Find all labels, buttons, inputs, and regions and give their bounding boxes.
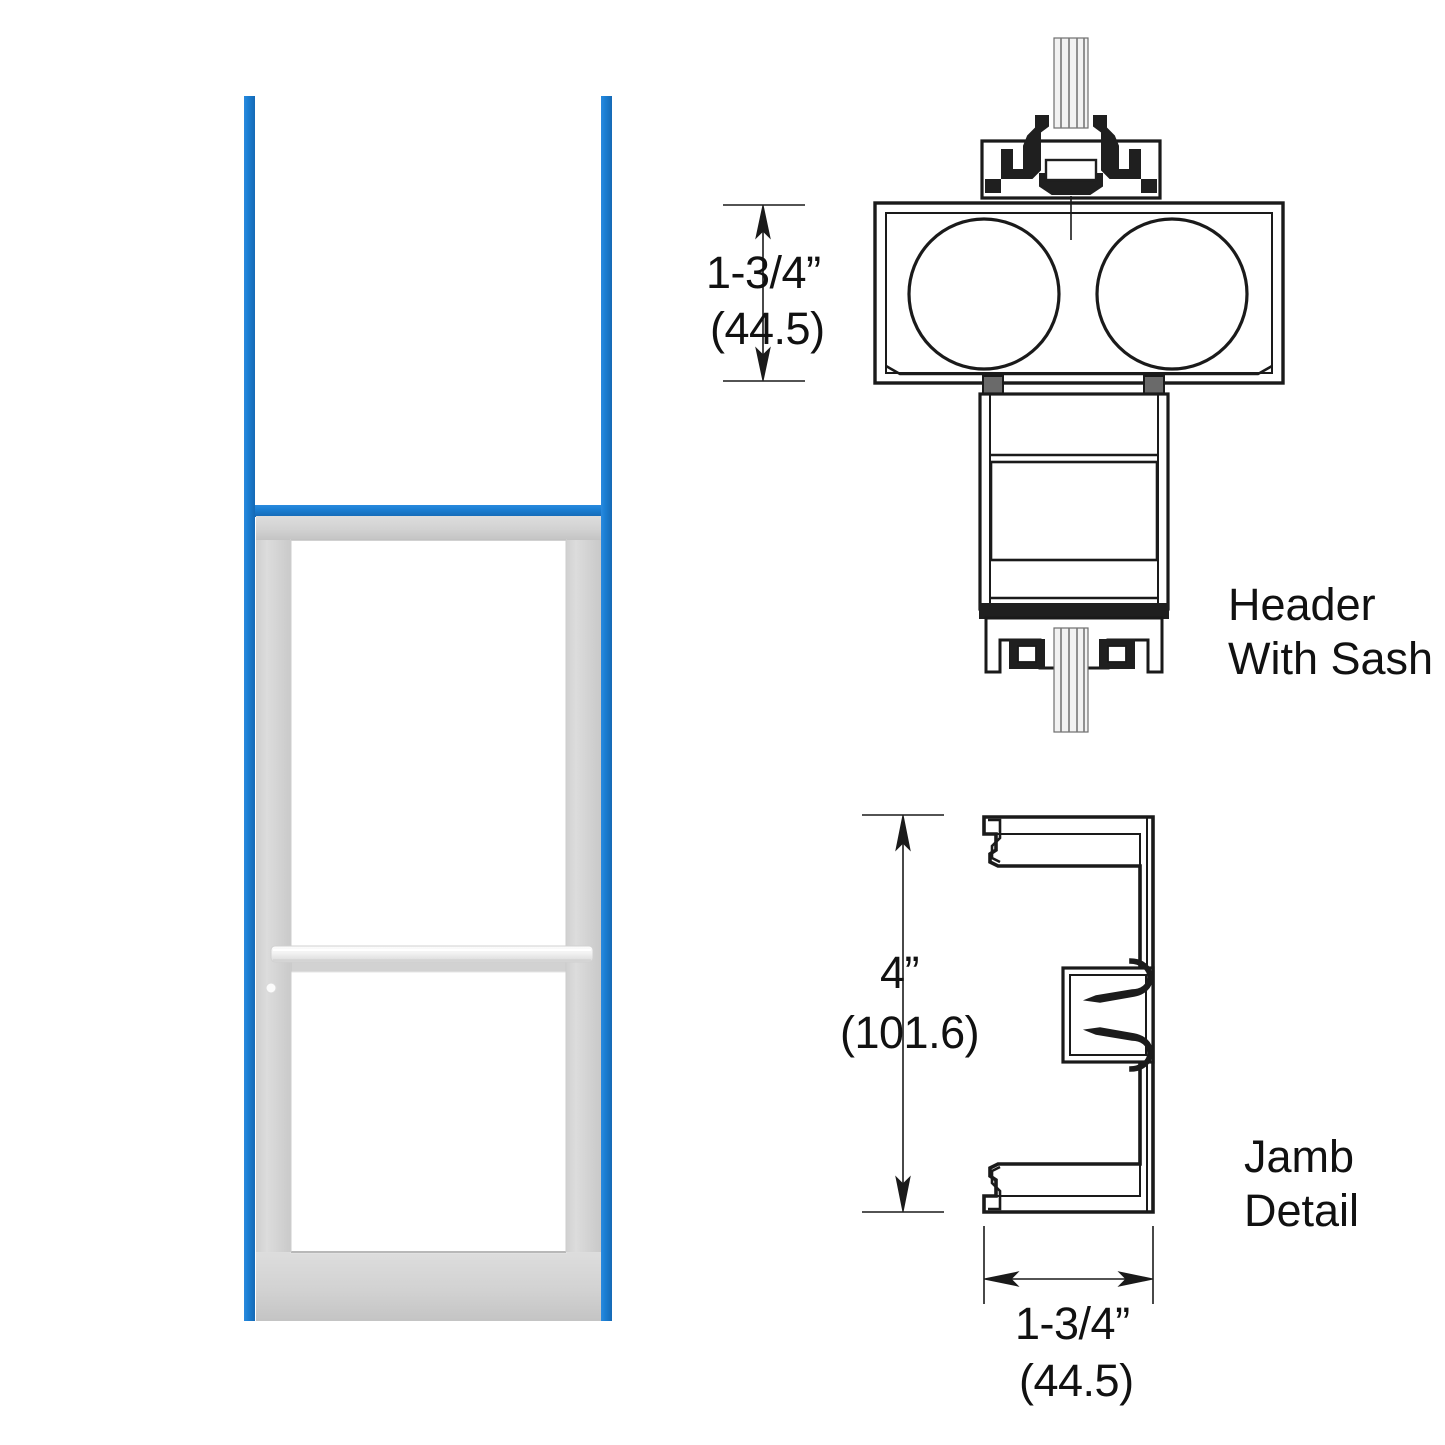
header-detail-label: Header With Sash	[1228, 578, 1433, 686]
header-dimension-metric: (44.5)	[710, 303, 825, 354]
lock-cylinder[interactable]	[265, 982, 277, 994]
jamb-detail-label: Jamb Detail	[1244, 1130, 1359, 1238]
header-with-sash-graphic	[873, 37, 1285, 733]
transom-head-rail	[244, 505, 612, 517]
header-anchor-bosses	[982, 375, 1165, 395]
jamb-horizontal-dimension	[983, 1226, 1154, 1304]
header-vertical-dimension	[723, 204, 805, 382]
jamb-vertical-dimension	[862, 814, 944, 1213]
jamb-detail-graphic	[982, 815, 1155, 1214]
jamb-vertical-dimension-imperial: 4”	[880, 947, 920, 998]
sash-frame-profile-top	[980, 115, 1162, 200]
push-bar-hardware[interactable]	[270, 945, 594, 963]
jamb-detail-label-line2: Detail	[1244, 1185, 1360, 1236]
header-dimension-imperial: 1-3/4”	[706, 247, 821, 298]
door-leaf	[256, 516, 601, 1321]
header-detail-label-line2: With Sash	[1228, 633, 1434, 684]
jamb-vertical-dimension-metric: (101.6)	[840, 1007, 980, 1058]
sash-top-glass	[1053, 37, 1089, 129]
sash-tube-body	[978, 392, 1170, 611]
header-detail-label-line1: Header	[1228, 579, 1376, 630]
jamb-horizontal-dimension-imperial: 1-3/4”	[1015, 1298, 1130, 1349]
transom-frame	[244, 96, 612, 516]
jamb-horizontal-dimension-metric: (44.5)	[1019, 1355, 1134, 1406]
header-box	[873, 201, 1285, 385]
sash-bottom-glass	[1053, 627, 1089, 733]
jamb-detail-label-line1: Jamb	[1244, 1131, 1355, 1182]
door-side-jambs	[244, 505, 612, 1321]
